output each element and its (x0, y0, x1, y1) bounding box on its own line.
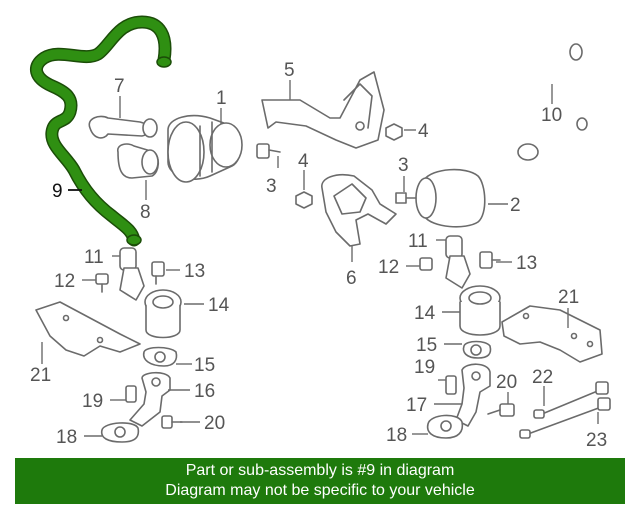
callout-7[interactable]: 7 (114, 76, 125, 97)
callout-3[interactable]: 3 (398, 155, 409, 176)
sensor-part-13-right[interactable] (479, 251, 501, 269)
callout-11[interactable]: 11 (84, 247, 104, 268)
gasket-part-18-left[interactable] (100, 422, 140, 443)
callout-14[interactable]: 14 (208, 295, 230, 316)
sensor-part-3-left[interactable] (256, 143, 281, 159)
bolt-part-12-left[interactable] (95, 273, 109, 293)
bracket-part-6[interactable] (321, 173, 397, 247)
gasket-part-15-left[interactable] (142, 346, 178, 367)
callout-18[interactable]: 18 (56, 427, 77, 448)
callout-4[interactable]: 4 (418, 121, 429, 142)
pipe-part-7[interactable] (88, 115, 158, 139)
callout-1[interactable]: 1 (216, 88, 227, 109)
callout-19[interactable]: 19 (82, 391, 103, 412)
valve-part-14-left[interactable] (144, 289, 182, 339)
callout-3[interactable]: 3 (266, 176, 277, 197)
callout-18[interactable]: 18 (386, 425, 407, 446)
shield-part-21-left[interactable] (35, 301, 141, 357)
info-banner: Part or sub-assembly is #9 in diagram Di… (15, 458, 625, 504)
valve-part-2[interactable] (395, 168, 486, 228)
callout-19[interactable]: 19 (414, 357, 435, 378)
callout-21[interactable]: 21 (30, 365, 51, 386)
callout-labels: 1 2 3 3 4 4 5 6 7 8 9 10 11 11 12 12 13 … (30, 60, 607, 451)
callout-16[interactable]: 16 (194, 381, 215, 402)
callout-11[interactable]: 11 (408, 231, 428, 252)
banner-line-2: Diagram may not be specific to your vehi… (165, 482, 475, 499)
callout-10[interactable]: 10 (541, 105, 562, 126)
callout-17[interactable]: 17 (406, 395, 427, 416)
bolt-part-19-right[interactable] (445, 375, 457, 395)
o2-sensor-part-22[interactable] (533, 381, 609, 419)
bolt-part-12-right[interactable] (419, 257, 433, 271)
connector-part-8[interactable] (117, 143, 160, 179)
callout-12[interactable]: 12 (54, 271, 75, 292)
pipe-part-16[interactable] (129, 371, 171, 427)
pipe-part-17[interactable] (455, 363, 491, 427)
callout-9[interactable]: 9 (52, 181, 63, 202)
valve-part-11-left[interactable] (119, 247, 145, 301)
callout-22[interactable]: 22 (532, 367, 553, 388)
bolt-part-19-left[interactable] (125, 385, 137, 403)
nut-part-4-right[interactable] (385, 123, 403, 141)
callout-4[interactable]: 4 (298, 151, 309, 172)
sensor-part-20-right[interactable] (487, 403, 515, 417)
hose-part-10[interactable] (480, 42, 609, 165)
bolt-part-20-left[interactable] (161, 415, 183, 429)
callout-21[interactable]: 21 (558, 287, 579, 308)
callout-6[interactable]: 6 (346, 268, 357, 289)
callout-13[interactable]: 13 (516, 253, 537, 274)
callout-15[interactable]: 15 (416, 335, 437, 356)
leader-lines (41, 80, 599, 437)
callout-12[interactable]: 12 (378, 257, 399, 278)
parts-diagram: 1 2 3 3 4 4 5 6 7 8 9 10 11 11 12 12 13 … (30, 15, 611, 451)
valve-part-14-right[interactable] (459, 285, 501, 336)
gasket-part-15-right[interactable] (462, 340, 492, 359)
hose-part-9[interactable] (30, 15, 172, 247)
callout-20[interactable]: 20 (496, 372, 517, 393)
shield-part-21-right[interactable] (501, 305, 603, 363)
gasket-part-18-right[interactable] (426, 414, 464, 439)
callout-14[interactable]: 14 (414, 303, 436, 324)
o2-sensor-part-23[interactable] (519, 397, 611, 439)
callout-15[interactable]: 15 (194, 355, 215, 376)
callout-2[interactable]: 2 (510, 195, 521, 216)
callout-8[interactable]: 8 (140, 202, 151, 223)
callout-5[interactable]: 5 (284, 60, 295, 81)
callout-20[interactable]: 20 (204, 413, 225, 434)
callout-23[interactable]: 23 (586, 430, 607, 451)
nut-part-4-left[interactable] (295, 191, 313, 209)
callout-13[interactable]: 13 (184, 261, 205, 282)
banner-line-1: Part or sub-assembly is #9 in diagram (185, 462, 455, 479)
valve-part-11-right[interactable] (445, 235, 471, 289)
air-pump-part-1[interactable] (167, 114, 243, 183)
bracket-part-5[interactable] (261, 71, 385, 149)
sensor-part-13-left[interactable] (151, 261, 165, 285)
